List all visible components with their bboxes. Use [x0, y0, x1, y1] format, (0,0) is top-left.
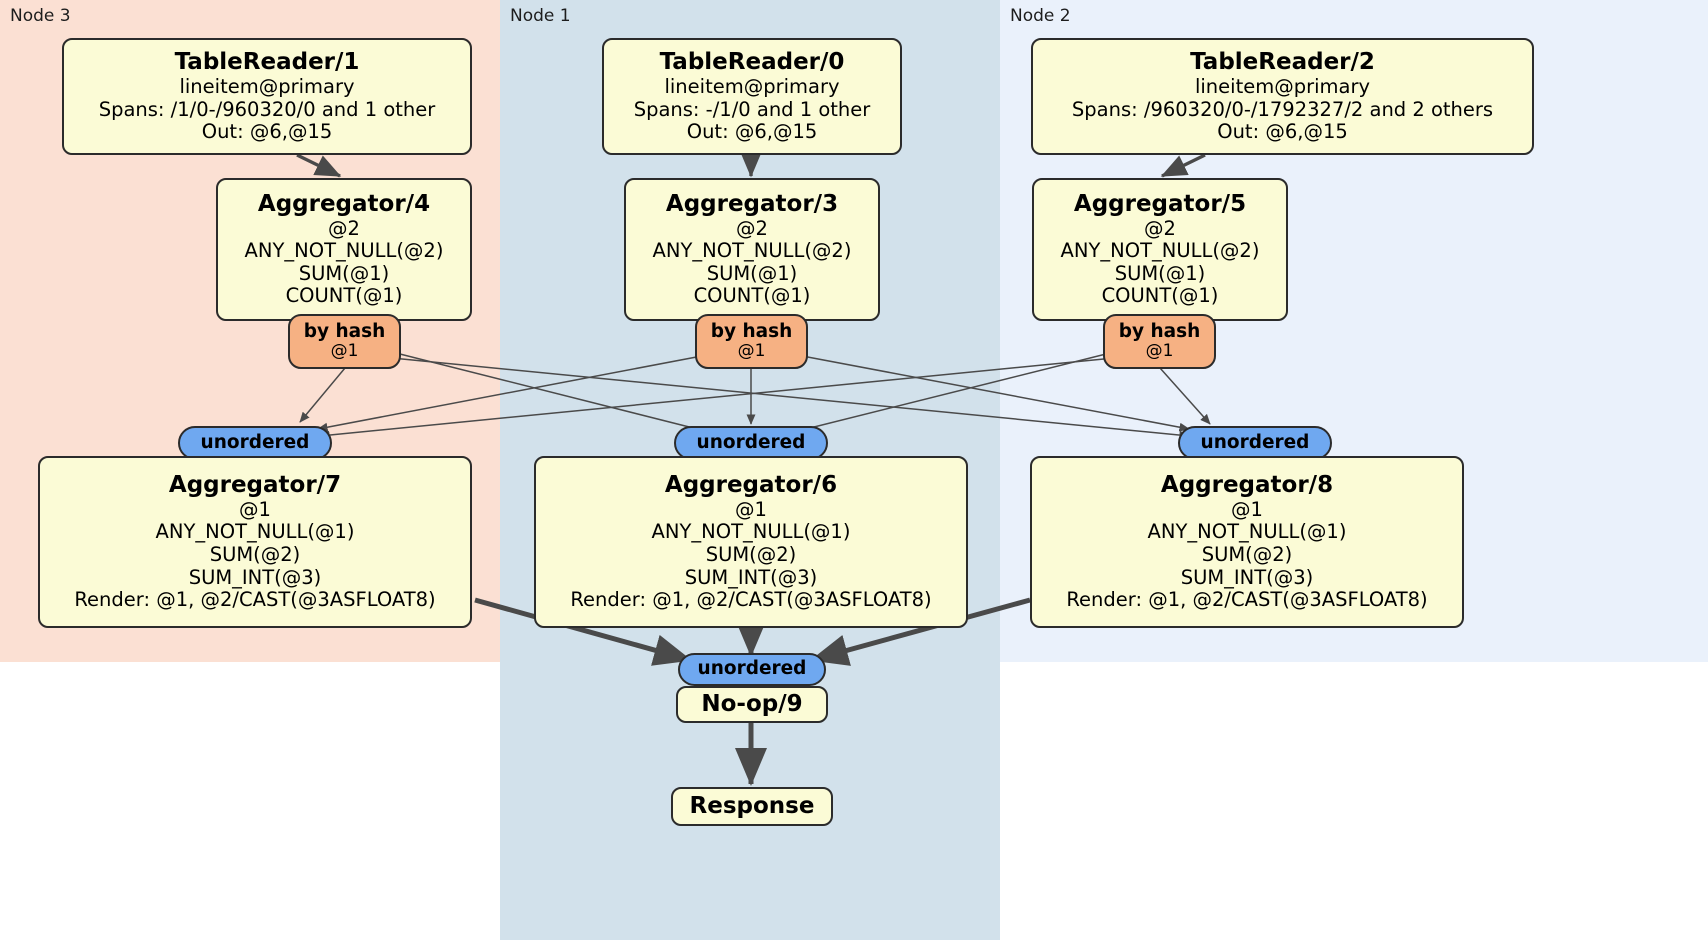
- processor-render-detail: Render: @1, @2/CAST(@3ASFLOAT8): [74, 588, 436, 612]
- processor-title: Aggregator/4: [257, 190, 431, 217]
- processor-response[interactable]: Response: [671, 787, 833, 826]
- badge-sublabel: @1: [330, 341, 359, 362]
- badge-by-hash-center[interactable]: by hash @1: [695, 314, 808, 369]
- node-panel-label-node3: Node 3: [10, 6, 71, 26]
- badge-sublabel: @1: [1145, 341, 1174, 362]
- processor-detail: COUNT(@1): [693, 284, 811, 308]
- badge-sublabel: @1: [737, 341, 766, 362]
- processor-detail: Out: @6,@15: [201, 120, 333, 144]
- badge-label: unordered: [200, 431, 310, 453]
- processor-title: TableReader/2: [1190, 49, 1375, 76]
- processor-detail: SUM(@1): [298, 261, 390, 285]
- processor-detail: ANY_NOT_NULL(@1): [1147, 520, 1347, 544]
- processor-aggregator-8[interactable]: Aggregator/8 @1 ANY_NOT_NULL(@1) SUM(@2)…: [1030, 456, 1464, 628]
- processor-noop-9[interactable]: No-op/9: [676, 686, 828, 723]
- processor-detail: SUM(@1): [1114, 261, 1206, 285]
- processor-detail: Out: @6,@15: [686, 120, 818, 144]
- processor-detail: SUM_INT(@3): [684, 565, 818, 589]
- processor-detail: @1: [1231, 497, 1263, 521]
- processor-detail: lineitem@primary: [179, 74, 355, 98]
- badge-label: by hash: [303, 320, 386, 342]
- processor-detail: COUNT(@1): [1101, 284, 1219, 308]
- badge-label: unordered: [1200, 431, 1310, 453]
- processor-detail: COUNT(@1): [285, 284, 403, 308]
- badge-by-hash-right[interactable]: by hash @1: [1103, 314, 1216, 369]
- processor-title: Aggregator/5: [1073, 190, 1247, 217]
- node-panel-label-node2: Node 2: [1010, 6, 1071, 26]
- processor-detail: SUM(@2): [209, 543, 301, 567]
- processor-detail: ANY_NOT_NULL(@2): [244, 239, 444, 263]
- processor-render-detail: Render: @1, @2/CAST(@3ASFLOAT8): [570, 588, 932, 612]
- processor-title: Aggregator/8: [1160, 472, 1334, 499]
- processor-title: Aggregator/7: [168, 472, 342, 499]
- processor-aggregator-7[interactable]: Aggregator/7 @1 ANY_NOT_NULL(@1) SUM(@2)…: [38, 456, 472, 628]
- processor-title: Aggregator/3: [665, 190, 839, 217]
- processor-detail: @2: [736, 216, 768, 240]
- badge-label: unordered: [696, 431, 806, 453]
- badge-label: by hash: [1118, 320, 1201, 342]
- processor-detail: Spans: /960320/0-/1792327/2 and 2 others: [1071, 97, 1494, 121]
- processor-detail: lineitem@primary: [664, 74, 840, 98]
- badge-unordered-right[interactable]: unordered: [1178, 426, 1332, 460]
- processor-detail: SUM_INT(@3): [1180, 565, 1314, 589]
- processor-aggregator-5[interactable]: Aggregator/5 @2 ANY_NOT_NULL(@2) SUM(@1)…: [1032, 178, 1288, 321]
- processor-detail: @2: [328, 216, 360, 240]
- processor-detail: SUM(@1): [706, 261, 798, 285]
- processor-detail: SUM(@2): [1201, 543, 1293, 567]
- processor-detail: ANY_NOT_NULL(@2): [652, 239, 852, 263]
- processor-title: TableReader/0: [659, 49, 845, 76]
- processor-detail: Spans: /1/0-/960320/0 and 1 other: [98, 97, 436, 121]
- processor-detail: lineitem@primary: [1194, 74, 1371, 98]
- processor-detail: ANY_NOT_NULL(@2): [1060, 239, 1260, 263]
- processor-aggregator-3[interactable]: Aggregator/3 @2 ANY_NOT_NULL(@2) SUM(@1)…: [624, 178, 880, 321]
- badge-unordered-center[interactable]: unordered: [674, 426, 828, 460]
- processor-detail: @1: [735, 497, 767, 521]
- processor-title: Aggregator/6: [664, 472, 838, 499]
- badge-label: unordered: [697, 658, 807, 680]
- processor-detail: @2: [1144, 216, 1176, 240]
- badge-label: by hash: [710, 320, 793, 342]
- processor-table-reader-2[interactable]: TableReader/2 lineitem@primary Spans: /9…: [1031, 38, 1534, 155]
- processor-detail: SUM_INT(@3): [188, 565, 322, 589]
- processor-aggregator-4[interactable]: Aggregator/4 @2 ANY_NOT_NULL(@2) SUM(@1)…: [216, 178, 472, 321]
- badge-unordered-left[interactable]: unordered: [178, 426, 332, 460]
- badge-by-hash-left[interactable]: by hash @1: [288, 314, 401, 369]
- processor-aggregator-6[interactable]: Aggregator/6 @1 ANY_NOT_NULL(@1) SUM(@2)…: [534, 456, 968, 628]
- processor-table-reader-0[interactable]: TableReader/0 lineitem@primary Spans: -/…: [602, 38, 902, 155]
- processor-detail: Spans: -/1/0 and 1 other: [633, 97, 871, 121]
- processor-title: TableReader/1: [174, 49, 360, 76]
- node-panel-label-node1: Node 1: [510, 6, 571, 26]
- processor-detail: ANY_NOT_NULL(@1): [155, 520, 355, 544]
- processor-render-detail: Render: @1, @2/CAST(@3ASFLOAT8): [1066, 588, 1428, 612]
- processor-detail: ANY_NOT_NULL(@1): [651, 520, 851, 544]
- badge-unordered-final[interactable]: unordered: [678, 653, 826, 686]
- processor-detail: Out: @6,@15: [1217, 120, 1348, 144]
- processor-table-reader-1[interactable]: TableReader/1 lineitem@primary Spans: /1…: [62, 38, 472, 155]
- processor-detail: SUM(@2): [705, 543, 797, 567]
- processor-title: Response: [689, 793, 815, 820]
- processor-title: No-op/9: [701, 691, 803, 718]
- processor-detail: @1: [239, 497, 271, 521]
